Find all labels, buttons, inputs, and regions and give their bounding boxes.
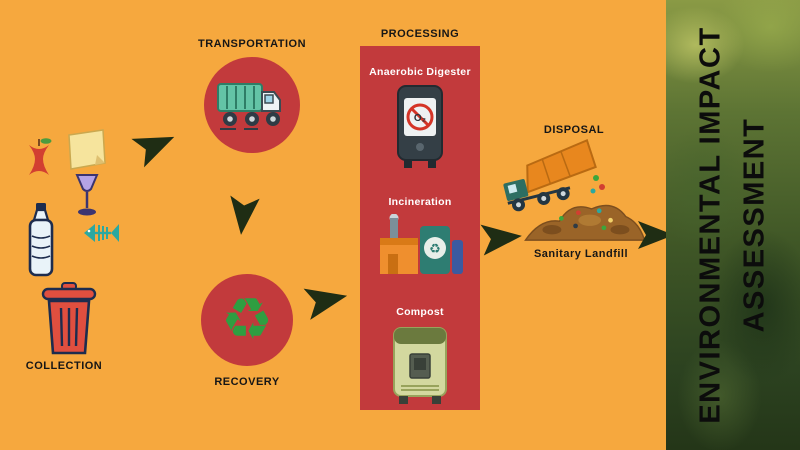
plastic-bottle-icon	[24, 202, 58, 283]
dump-truck-icon	[496, 134, 608, 219]
compost-label: Compost	[396, 306, 444, 318]
fish-bone-icon	[82, 216, 120, 255]
recycle-emblem-icon: ♻	[429, 241, 441, 256]
sticky-note-icon	[62, 126, 108, 177]
garbage-truck-icon	[216, 74, 288, 137]
anaerobic-digester-label: Anaerobic Digester	[369, 66, 471, 78]
compost-bin-icon	[387, 324, 453, 411]
anaerobic-digester-icon: O₂	[392, 84, 448, 177]
trash-can-icon	[38, 282, 100, 361]
recovery-badge: ♻	[201, 274, 293, 366]
assessment-title: ENVIRONMENTAL IMPACT ASSESSMENT	[690, 26, 777, 423]
landfill-pile-icon	[522, 190, 648, 247]
processing-panel: Anaerobic Digester O₂ Incineration	[360, 46, 480, 410]
apple-core-icon	[18, 136, 60, 187]
flow-arrow-collection-to-transportation	[131, 128, 176, 168]
recycling-symbol-icon: ♻	[221, 287, 273, 352]
wine-glass-icon	[72, 172, 102, 223]
recovery-label: RECOVERY	[214, 376, 280, 388]
transportation-badge	[204, 57, 300, 153]
forest-photo-strip: ENVIRONMENTAL IMPACT ASSESSMENT	[666, 0, 800, 450]
assessment-title-line2: ASSESSMENT	[738, 117, 770, 333]
incinerator-icon: ♻	[374, 213, 466, 281]
disposal-label: DISPOSAL	[543, 124, 605, 136]
sanitary-landfill-label: Sanitary Landfill	[533, 248, 629, 260]
transportation-label: TRANSPORTATION	[197, 38, 307, 50]
processing-label: PROCESSING	[380, 28, 460, 40]
incineration-label: Incineration	[388, 196, 452, 208]
no-oxygen-text: O₂	[414, 113, 426, 124]
flow-arrow-processing-to-disposal	[480, 222, 522, 256]
flow-arrow-recovery-to-processing	[303, 284, 348, 320]
collection-label: COLLECTION	[25, 360, 103, 372]
assessment-title-line1: ENVIRONMENTAL IMPACT	[694, 26, 727, 424]
flow-arrow-transportation-to-recovery	[224, 195, 262, 236]
flow-arrow-disposal-to-assessment	[638, 220, 674, 250]
